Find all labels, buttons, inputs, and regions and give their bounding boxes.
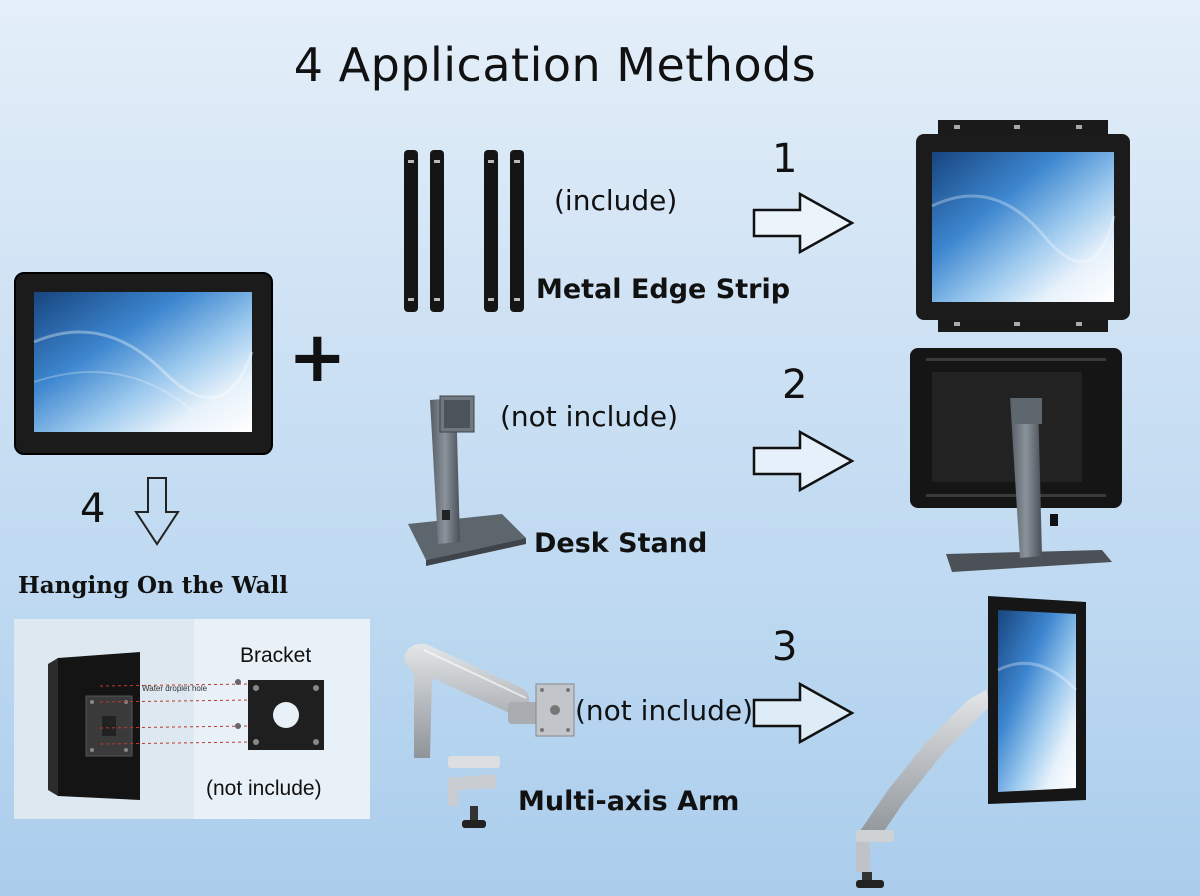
- metal-edge-strip-image: [404, 150, 524, 312]
- water-droplet-hole-label: Water droplet hole: [142, 684, 208, 693]
- main-monitor-image: [14, 272, 273, 455]
- edge-strip-note: (include): [554, 184, 678, 217]
- arm-label: Multi-axis Arm: [518, 786, 740, 817]
- bracket-label: Bracket: [240, 644, 312, 667]
- wall-monitor-back-image: [48, 652, 140, 800]
- arrow-right-icon: [752, 430, 855, 492]
- multi-axis-arm-image: [404, 643, 575, 828]
- desk-stand-label: Desk Stand: [534, 528, 708, 559]
- wall-title: Hanging On the Wall: [18, 572, 288, 599]
- arrow-down-icon: [134, 477, 180, 546]
- monitor-on-desk-stand-image: [910, 348, 1122, 572]
- wall-note: (not include): [206, 777, 322, 800]
- monitor-with-edge-strip-image: [916, 120, 1130, 332]
- arrow-right-icon: [752, 192, 855, 254]
- desk-stand-note: (not include): [500, 400, 679, 433]
- monitor-on-arm-image: [856, 596, 1086, 888]
- wall-bracket-image: [235, 679, 324, 750]
- method-3-number: 3: [772, 624, 798, 670]
- method-1-number: 1: [772, 136, 798, 182]
- page-title: 4 Application Methods: [293, 38, 817, 92]
- wall-dashed-lines: [100, 683, 251, 745]
- arm-note: (not include): [575, 694, 754, 727]
- plus-sign: +: [288, 316, 347, 398]
- method-2-number: 2: [782, 362, 808, 408]
- desk-stand-image: [408, 395, 526, 566]
- edge-strip-label: Metal Edge Strip: [536, 274, 791, 305]
- method-4-number: 4: [80, 486, 106, 532]
- arrow-right-icon: [752, 682, 855, 744]
